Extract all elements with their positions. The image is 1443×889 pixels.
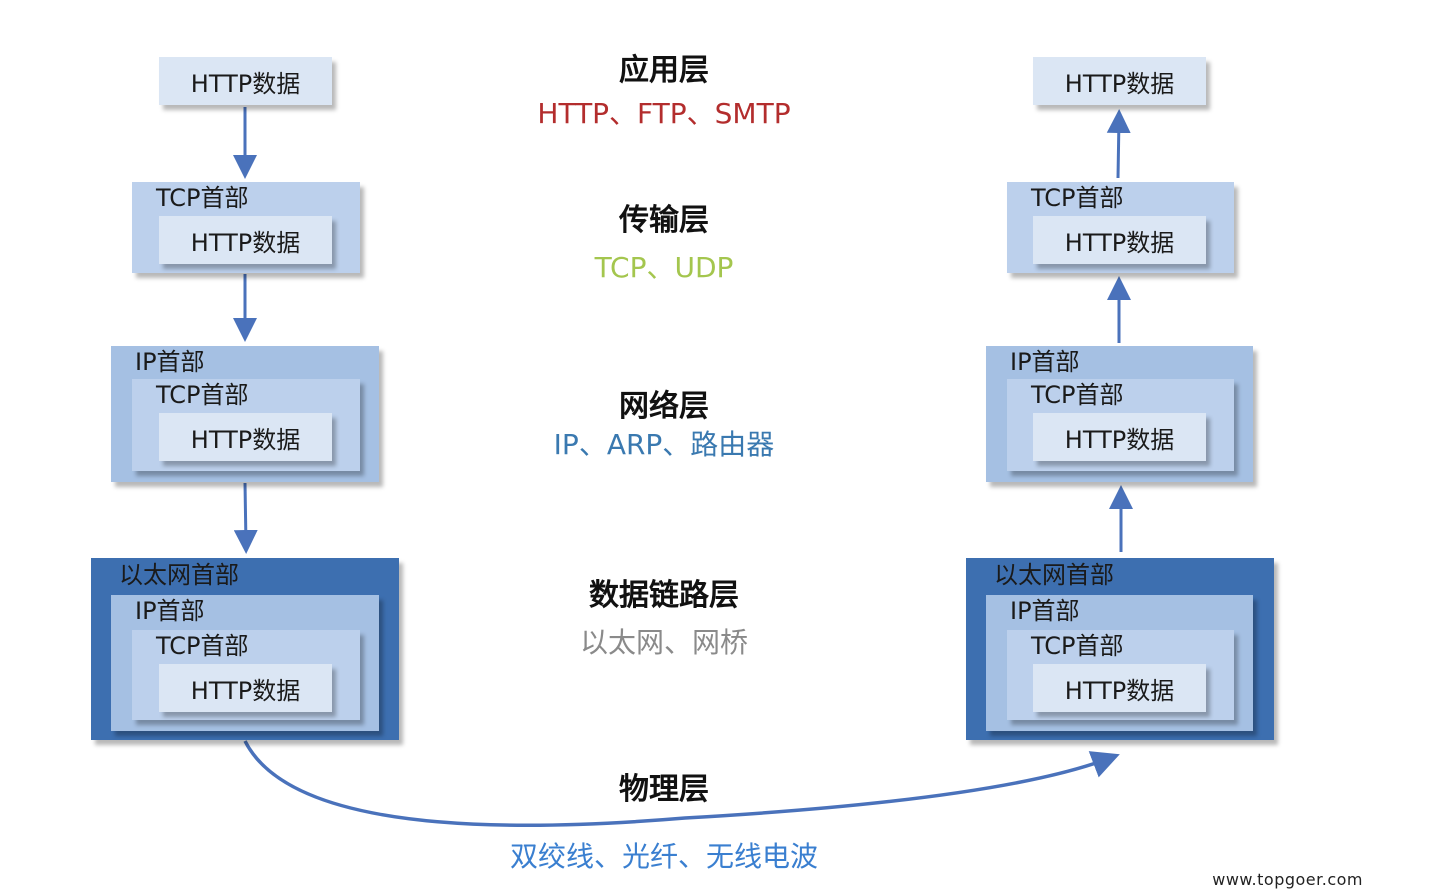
left-transport-tcp-segment: TCP首部 HTTP数据 <box>132 182 360 273</box>
ip-header-label: IP首部 <box>1010 597 1080 625</box>
ip-header-label: IP首部 <box>1010 348 1080 376</box>
tcp-header-label: TCP首部 <box>1031 184 1124 212</box>
layer-protocols-application: HTTP、FTP、SMTP <box>537 97 791 130</box>
arrow-up-transport-to-app <box>1106 109 1131 179</box>
right-transport-tcp-segment: TCP首部 HTTP数据 <box>1007 182 1234 273</box>
layer-title-network: 网络层 <box>619 389 709 424</box>
right-transport-http-data: HTTP数据 <box>1033 216 1206 264</box>
layer-title-data-link: 数据链路层 <box>589 578 739 613</box>
ip-header-label: IP首部 <box>135 348 205 376</box>
right-link-http-data: HTTP数据 <box>1033 664 1206 712</box>
tcp-header-label: TCP首部 <box>1031 632 1124 660</box>
tcp-header-label: TCP首部 <box>156 381 249 409</box>
left-network-tcp-segment: TCP首部 HTTP数据 <box>132 379 360 471</box>
layer-protocols-physical: 双绞线、光纤、无线电波 <box>509 840 818 873</box>
eth-header-label: 以太网首部 <box>119 561 239 589</box>
left-network-http-data: HTTP数据 <box>159 413 332 461</box>
right-network-ip-packet: IP首部 TCP首部 HTTP数据 <box>986 346 1253 482</box>
right-network-tcp-segment: TCP首部 HTTP数据 <box>1007 379 1234 471</box>
right-link-ethernet-frame: 以太网首部 IP首部 TCP首部 HTTP数据 <box>966 558 1274 740</box>
arrow-down-network-to-link <box>233 482 258 554</box>
tcp-header-label: TCP首部 <box>156 632 249 660</box>
right-link-tcp-segment: TCP首部 HTTP数据 <box>1007 630 1234 720</box>
left-app-http-data: HTTP数据 <box>159 57 332 105</box>
eth-header-label: 以太网首部 <box>994 561 1114 589</box>
left-link-ip-packet: IP首部 TCP首部 HTTP数据 <box>111 595 379 731</box>
right-link-ip-packet: IP首部 TCP首部 HTTP数据 <box>986 595 1253 731</box>
layer-protocols-transport: TCP、UDP <box>594 251 734 284</box>
left-link-tcp-segment: TCP首部 HTTP数据 <box>132 630 360 720</box>
left-network-ip-packet: IP首部 TCP首部 HTTP数据 <box>111 346 379 482</box>
layer-protocols-data-link: 以太网、网桥 <box>579 626 748 659</box>
right-app-http-data: HTTP数据 <box>1033 57 1206 105</box>
left-link-http-data: HTTP数据 <box>159 664 332 712</box>
layer-title-transport: 传输层 <box>619 203 709 238</box>
layer-protocols-network: IP、ARP、路由器 <box>553 428 775 461</box>
tcp-header-label: TCP首部 <box>1031 381 1124 409</box>
right-network-http-data: HTTP数据 <box>1033 413 1206 461</box>
left-link-ethernet-frame: 以太网首部 IP首部 TCP首部 HTTP数据 <box>91 558 399 740</box>
arrow-physical-transmission <box>243 740 1120 827</box>
layer-title-application: 应用层 <box>619 53 709 88</box>
tcp-header-label: TCP首部 <box>156 184 249 212</box>
ip-header-label: IP首部 <box>135 597 205 625</box>
layer-title-physical: 物理层 <box>619 772 709 807</box>
watermark: www.topgoer.com <box>1212 870 1363 889</box>
left-transport-http-data: HTTP数据 <box>159 216 332 264</box>
